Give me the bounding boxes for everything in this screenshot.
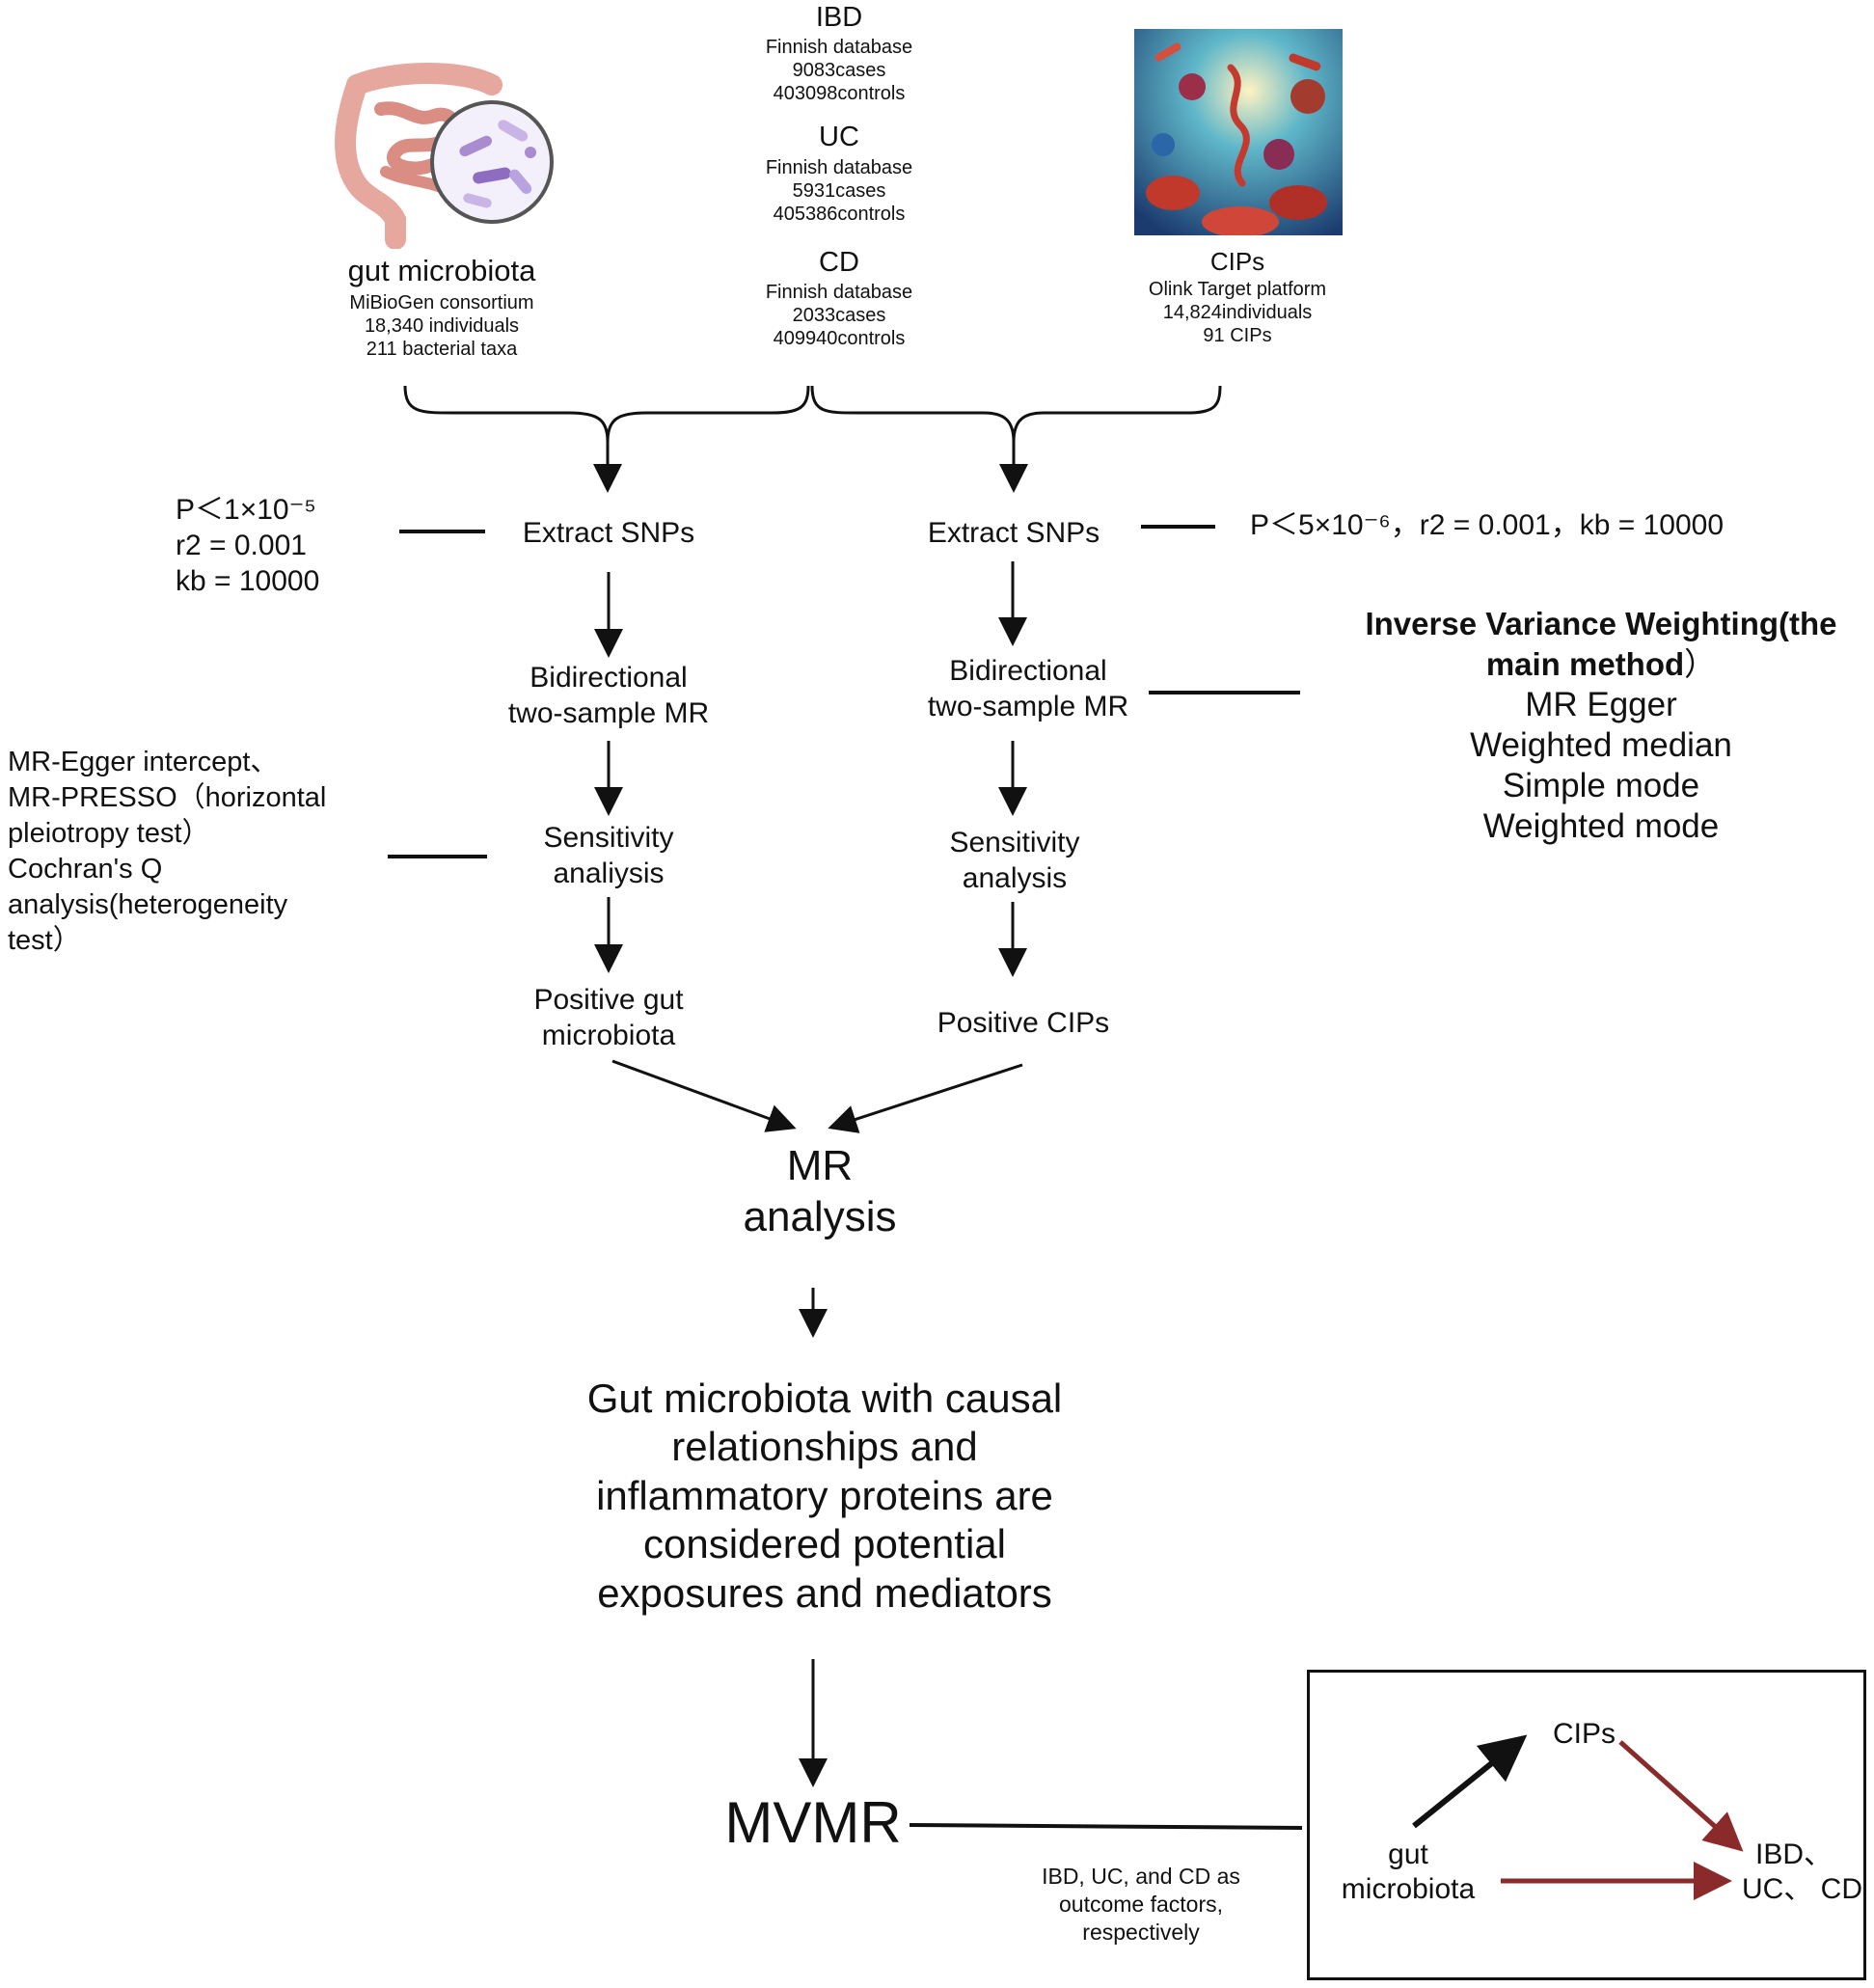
right-brace	[810, 385, 1222, 443]
gut-taxa-count: 211 bacterial taxa	[366, 339, 518, 360]
cips-platform: Olink Target platform	[1148, 279, 1327, 300]
inset-outcome-line1: IBD、	[1755, 1838, 1833, 1870]
left-mr-line1: Bidirectional	[530, 662, 688, 694]
cd-database: Finnish database	[765, 282, 913, 303]
left-threshold-kb: kb = 10000	[176, 565, 320, 597]
conclusion-line3: inflammatory proteins are	[596, 1473, 1053, 1518]
methods-main-line1: Inverse Variance Weighting(the	[1365, 606, 1837, 641]
conclusion-line1: Gut microbiota with causal	[586, 1375, 1063, 1421]
conclusion-line5: exposures and mediators	[597, 1570, 1052, 1616]
inset-gut-line1: gut	[1388, 1838, 1428, 1870]
right-mr-line1: Bidirectional	[949, 655, 1107, 687]
left-sensitivity-note-1: MR-Egger intercept、	[8, 747, 279, 777]
gut-source-line: MiBioGen consortium	[349, 292, 534, 313]
inset-arrow-cips-to-outcome	[1618, 1740, 1744, 1852]
left-brace	[403, 385, 810, 443]
methods-main-line2: main method）	[1331, 644, 1871, 685]
left-extract-snps: Extract SNPs	[522, 517, 695, 549]
conclusion-line4: considered potential	[643, 1521, 1006, 1566]
dash-mvmr-to-inset	[909, 1823, 1303, 1830]
mvmr-label: MVMR	[724, 1790, 902, 1855]
method-simple-mode: Simple mode	[1502, 767, 1700, 804]
method-mr-egger: MR Egger	[1525, 686, 1677, 723]
left-threshold-r2: r2 = 0.001	[176, 530, 307, 561]
gut-sample-size: 18,340 individuals	[364, 315, 520, 337]
inset-outcome-line2: UC、 CD	[1742, 1873, 1862, 1905]
right-sensitivity-line2: analysis	[962, 862, 1068, 894]
left-sensitivity-note-2: MR-PRESSO（horizontal	[8, 782, 327, 813]
ibd-cases: 9083cases	[792, 60, 886, 81]
gut-microbiota-illustration	[335, 63, 554, 249]
mvmr-model-inset	[1307, 1670, 1866, 1980]
methods-main-label: main method	[1485, 646, 1685, 682]
inset-cips-label: CIPs	[1553, 1718, 1616, 1750]
methods-main-suffix: ）	[1684, 646, 1717, 682]
cips-sample-size: 14,824individuals	[1162, 302, 1313, 323]
outcome-note-line1: IBD, UC, and CD as	[1042, 1864, 1240, 1889]
left-sensitivity-note-6: test）	[8, 925, 81, 956]
left-sensitivity-line1: Sensitivity	[543, 822, 674, 854]
uc-cases: 5931cases	[792, 180, 886, 202]
uc-title: UC	[819, 122, 859, 152]
right-positive-cips: Positive CIPs	[937, 1007, 1110, 1039]
left-sensitivity-note-3: pleiotropy test）	[8, 818, 210, 849]
arrow-right-positive-to-mr-analysis	[828, 1063, 1023, 1133]
method-weighted-median: Weighted median	[1470, 726, 1732, 764]
ibd-title: IBD	[815, 2, 863, 33]
left-positive-line2: microbiota	[541, 1020, 676, 1051]
left-sensitivity-note-5: analysis(heterogeneity	[8, 889, 288, 920]
gut-microbiota-title: gut microbiota	[347, 254, 536, 287]
left-mr-line2: two-sample MR	[507, 697, 710, 729]
arrow-left-positive-to-mr-analysis	[611, 1059, 797, 1132]
cips-title: CIPs	[1209, 247, 1265, 276]
cips-illustration	[1134, 29, 1343, 235]
outcome-note-line2: outcome factors,	[1058, 1892, 1224, 1917]
left-positive-line1: Positive gut	[533, 984, 684, 1016]
left-threshold-p: P＜1×10⁻⁵	[176, 494, 316, 526]
cd-controls: 409940controls	[773, 328, 906, 349]
right-sensitivity-line1: Sensitivity	[949, 827, 1080, 858]
inset-gut-line2: microbiota	[1341, 1873, 1476, 1905]
ibd-database: Finnish database	[765, 37, 913, 58]
right-mr-line2: two-sample MR	[927, 691, 1129, 722]
cd-cases: 2033cases	[792, 305, 886, 326]
inset-arrow-gut-to-cips	[1412, 1734, 1528, 1829]
outcome-note-line3: respectively	[1082, 1920, 1200, 1945]
method-weighted-mode: Weighted mode	[1482, 807, 1720, 845]
cips-count: 91 CIPs	[1203, 325, 1272, 346]
right-threshold: P＜5×10⁻⁶，r2 = 0.001，kb = 10000	[1250, 509, 1725, 541]
left-sensitivity-note-4: Cochran's Q	[8, 854, 163, 885]
conclusion-line2: relationships and	[671, 1424, 978, 1469]
mr-analysis-line2: analysis	[743, 1193, 897, 1240]
mr-analysis-line1: MR	[786, 1142, 854, 1189]
cd-title: CD	[819, 247, 859, 278]
ibd-controls: 403098controls	[773, 83, 906, 104]
left-sensitivity-line2: analiysis	[553, 858, 665, 889]
uc-database: Finnish database	[765, 157, 913, 178]
uc-controls: 405386controls	[773, 204, 906, 225]
right-extract-snps: Extract SNPs	[927, 517, 1100, 549]
